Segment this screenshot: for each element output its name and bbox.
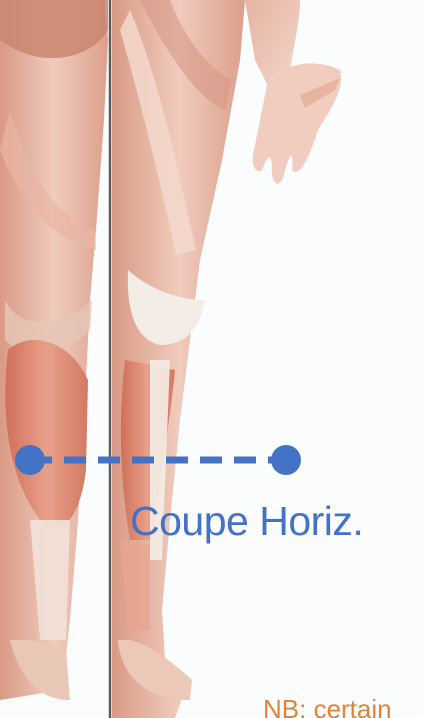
cut-label: Coupe Horiz. [130, 497, 363, 545]
nb-note: NB: certain [263, 694, 423, 718]
cut-start-marker-icon [15, 445, 45, 475]
left-leg [0, 0, 108, 700]
cut-end-marker-icon [271, 445, 301, 475]
right-leg [112, 0, 245, 718]
right-hand [245, 0, 341, 184]
